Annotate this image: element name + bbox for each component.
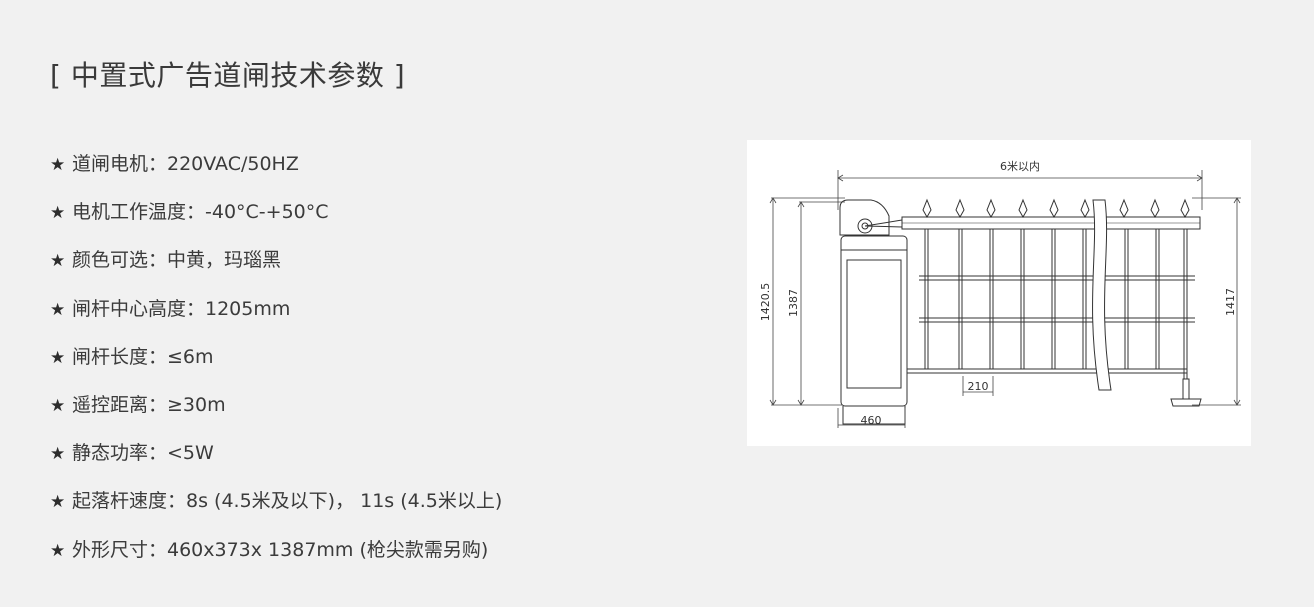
width-dimension xyxy=(837,170,1203,210)
star-icon: ★ xyxy=(50,203,66,224)
star-icon: ★ xyxy=(50,444,66,465)
break-line xyxy=(1092,199,1112,391)
spec-text: 起落杆速度：8s (4.5米及以下)， 11s (4.5米以上) xyxy=(72,490,503,513)
base-dimension xyxy=(837,408,906,428)
spec-text: 遥控距离：≥30m xyxy=(72,393,226,416)
star-icon: ★ xyxy=(50,251,66,272)
barrier-gate-drawing: 6米以内 1420.5 1387 1417 xyxy=(759,159,1241,428)
gap-label: 210 xyxy=(968,380,989,393)
left-height-dimensions xyxy=(769,197,845,406)
gap-dimension xyxy=(962,376,994,396)
star-icon: ★ xyxy=(50,299,66,320)
spear-tips xyxy=(922,198,1190,219)
star-icon: ★ xyxy=(50,540,66,561)
right-height-label: 1417 xyxy=(1224,288,1237,316)
inner-height-label: 1387 xyxy=(787,289,800,317)
spec-text: 静态功率：<5W xyxy=(72,442,214,465)
gate-housing xyxy=(839,199,908,425)
spec-item: ★ 道闸电机：220VAC/50HZ xyxy=(50,144,502,192)
spec-item: ★ 外形尺寸：460x373x 1387mm (枪尖款需另购) xyxy=(50,530,502,578)
spec-item: ★ 起落杆速度：8s (4.5米及以下)， 11s (4.5米以上) xyxy=(50,481,502,529)
spec-text: 闸杆中心高度：1205mm xyxy=(72,297,291,320)
star-icon: ★ xyxy=(50,492,66,513)
spec-text: 电机工作温度：-40°C-+50°C xyxy=(72,201,329,224)
spec-text: 道闸电机：220VAC/50HZ xyxy=(72,153,299,175)
right-height-dimension xyxy=(1192,197,1241,406)
star-icon: ★ xyxy=(50,155,66,175)
star-icon: ★ xyxy=(50,347,66,368)
spec-item: ★ 遥控距离：≥30m xyxy=(50,385,502,433)
spec-text: 闸杆长度：≤6m xyxy=(72,345,214,368)
spec-item: ★ 静态功率：<5W xyxy=(50,433,502,481)
page-title: [ 中置式广告道闸技术参数 ] xyxy=(50,59,406,92)
spec-text: 颜色可选：中黄，玛瑙黑 xyxy=(72,249,282,272)
width-label: 6米以内 xyxy=(1000,159,1040,173)
star-icon: ★ xyxy=(50,395,66,416)
spec-item: ★ 闸杆中心高度：1205mm xyxy=(50,289,502,337)
fence-grid xyxy=(907,228,1195,380)
spec-item: ★ 颜色可选：中黄，玛瑙黑 xyxy=(50,240,502,288)
outer-height-label: 1420.5 xyxy=(759,283,772,322)
barrier-drawing-panel: 6米以内 1420.5 1387 1417 xyxy=(747,140,1251,446)
spec-item: ★ 闸杆长度：≤6m xyxy=(50,337,502,385)
base-width-label: 460 xyxy=(861,414,882,427)
spec-text: 外形尺寸：460x373x 1387mm (枪尖款需另购) xyxy=(72,538,489,561)
spec-item: ★ 电机工作温度：-40°C-+50°C xyxy=(50,192,502,240)
boom-arm xyxy=(864,216,1201,230)
support-post xyxy=(1170,378,1202,407)
spec-list: ★ 道闸电机：220VAC/50HZ ★ 电机工作温度：-40°C-+50°C ★ 颜… xyxy=(50,144,502,578)
